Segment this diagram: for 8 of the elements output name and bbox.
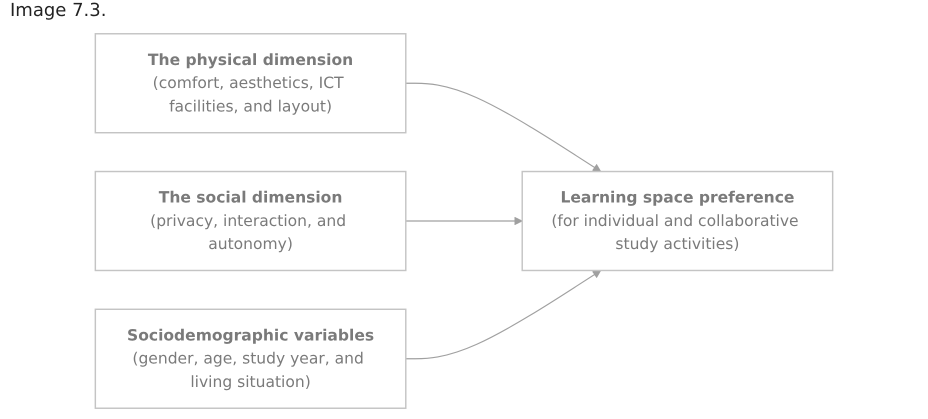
- node-box: The social dimension (privacy, interaction, and autonomy): [94, 170, 407, 272]
- node-box: Learning space preference (for individual and collaborative study activities): [521, 170, 834, 272]
- arrow: [406, 270, 602, 360]
- node-box: The physical dimension (comfort, aesthetics, ICT facilities, and layout): [94, 33, 407, 134]
- node-box: Sociodemographic variables (gender, age, study year, and living situation): [94, 308, 407, 409]
- figure-title: Image 7.3.: [10, 0, 106, 21]
- arrow: [406, 82, 602, 172]
- arrow: [406, 216, 523, 226]
